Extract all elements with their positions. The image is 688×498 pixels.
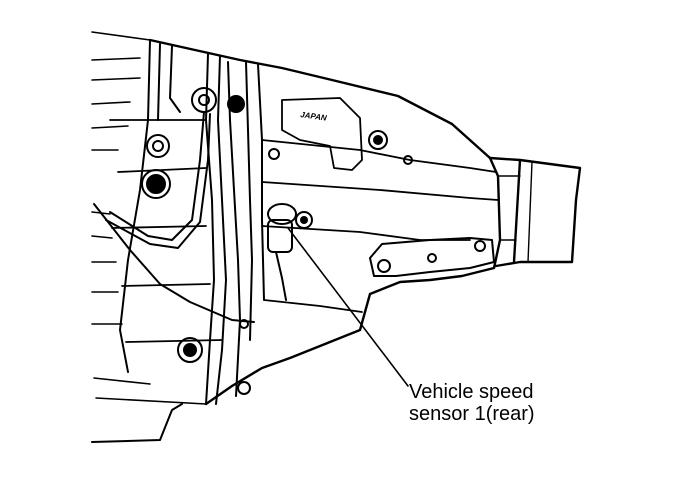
callout-line-2: sensor 1(rear) [409,403,535,425]
case-ribs [119,39,265,405]
extension-housing-contour [281,97,363,171]
vehicle-speed-sensor [267,203,313,301]
transmission-case-outline [148,38,502,406]
front-edge-lines [91,31,207,405]
sensor-callout-label: Vehicle speed sensor 1(rear) [409,381,535,425]
callout-leader-line [287,227,409,387]
oil-pan-edge [91,403,183,443]
bolt-heads [141,87,413,395]
sensor-harness [93,111,255,323]
case-stamp-text: JAPAN [300,110,328,123]
mounting-bracket [369,237,495,277]
case-ridges [109,119,499,343]
callout-line-1: Vehicle speed [409,381,534,403]
output-housing [488,156,582,268]
